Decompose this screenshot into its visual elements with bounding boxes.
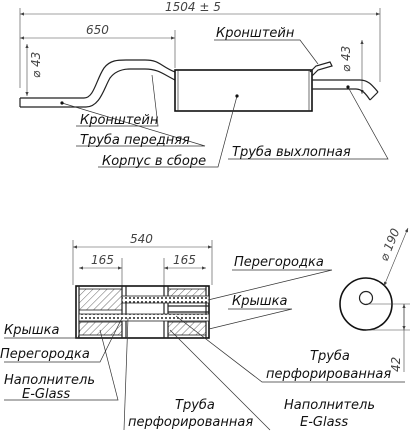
label-filler-left-1: Наполнитель bbox=[4, 373, 95, 388]
label-bracket-left: Кронштейн bbox=[80, 113, 159, 128]
leader-bracket-left bbox=[76, 74, 159, 127]
perforated-pipe-upper bbox=[121, 295, 210, 304]
filler-left-top bbox=[78, 288, 123, 311]
label-filler-right-1: Наполнитель bbox=[284, 398, 375, 413]
front-pipe-bottom bbox=[20, 68, 176, 108]
label-cover-left: Крышка bbox=[4, 323, 59, 338]
exhaust-pipe-end bbox=[369, 91, 379, 101]
leader-exhaust bbox=[228, 86, 389, 160]
leader-filler-right bbox=[169, 329, 271, 431]
label-bracket-top: Кронштейн bbox=[216, 26, 295, 41]
exhaust-pipe-bottom bbox=[312, 88, 371, 101]
label-perf-right-2: перфорированная bbox=[266, 367, 391, 382]
leader-filler-left bbox=[4, 329, 119, 401]
muffler-body bbox=[174, 69, 313, 112]
section-view: 540 165 165 ⌀ 190 bbox=[0, 226, 410, 431]
label-exhaust-pipe: Труба выхлопная bbox=[232, 145, 351, 160]
bracket-shape bbox=[309, 61, 333, 77]
leader-baffle-left bbox=[4, 317, 123, 363]
leader-perf-right bbox=[175, 315, 405, 383]
perforated-pipe-lower bbox=[78, 313, 210, 322]
label-cover-right: Крышка bbox=[232, 294, 287, 309]
dim-dia-190-text: ⌀ 190 bbox=[377, 226, 403, 263]
label-baffle-right: Перегородка bbox=[234, 255, 324, 270]
leader-cover-right bbox=[208, 308, 293, 330]
leader-baffle-right bbox=[207, 269, 333, 301]
label-perf-bottom-2: перфорированная bbox=[128, 415, 253, 430]
label-filler-right-2: E-Glass bbox=[300, 415, 348, 430]
leader-cover-left bbox=[4, 329, 81, 339]
leader-perf-bottom bbox=[123, 317, 129, 431]
label-body-assembly: Корпус в сборе bbox=[102, 154, 206, 169]
dim-42-text: 42 bbox=[389, 357, 403, 372]
leader-front-pipe bbox=[61, 102, 206, 147]
label-front-pipe: Труба передняя bbox=[80, 133, 190, 148]
filler-right-bottom bbox=[167, 321, 207, 336]
label-baffle-left: Перегородка bbox=[0, 347, 90, 362]
dim-165-left-text: 165 bbox=[91, 253, 114, 267]
label-perf-right-1: Труба bbox=[310, 349, 350, 364]
front-pipe-top bbox=[20, 59, 176, 99]
dim-dia-left-text: ⌀ 43 bbox=[29, 52, 43, 78]
dim-dia-right-text: ⌀ 43 bbox=[339, 46, 353, 72]
top-view: 1504 ± 5 650 ⌀ 43 ⌀ 43 bbox=[19, 0, 389, 169]
leader-bracket-top bbox=[214, 39, 319, 65]
dim-540-text: 540 bbox=[130, 232, 153, 246]
dim-dia-190-line bbox=[383, 227, 409, 287]
dim-165-right-text: 165 bbox=[173, 253, 196, 267]
exhaust-pipe-top bbox=[312, 79, 379, 93]
label-perf-bottom-1: Труба bbox=[175, 398, 215, 413]
dim-total-text: 1504 ± 5 bbox=[165, 0, 221, 14]
label-filler-left-2: E-Glass bbox=[22, 387, 70, 402]
leader-body bbox=[98, 95, 238, 168]
dim-650-text: 650 bbox=[86, 23, 109, 37]
end-view-pipe bbox=[358, 290, 374, 306]
